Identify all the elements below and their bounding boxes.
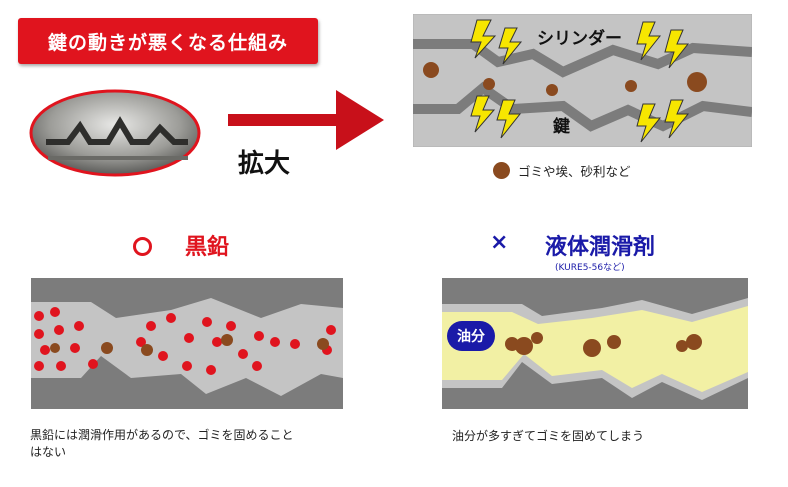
magnified-cylinder-panel [413,14,752,147]
lightning-icon [470,95,496,133]
dust-particle-icon [625,80,637,92]
cylinder-label: シリンダー [537,29,622,49]
lightning-icon [664,99,690,139]
lightning-icon [636,21,662,61]
arrow-right-icon [228,90,384,150]
graphite-caption-line2: はない [30,445,67,459]
dust-particle-icon [493,162,510,179]
dust-particle-icon [546,84,558,96]
dust-particle-icon [423,62,439,78]
legend: ゴミや埃、砂利など [493,161,631,180]
liquid-lubricant-panel [442,278,748,409]
title-banner: 鍵の動きが悪くなる仕組み [18,18,318,64]
key-label: 鍵 [553,117,570,137]
circle-mark-icon [133,237,152,256]
graphite-caption: 黒鉛には潤滑作用があるので、ゴミを固めること はない [30,427,360,461]
lightning-icon [636,103,662,143]
lightning-icon [664,29,690,69]
lightning-icon [496,99,522,139]
liquid-lubricant-subheading: (KURE5-56など) [555,263,625,273]
legend-label: ゴミや埃、砂利など [518,164,631,179]
dust-particle-icon [483,78,495,90]
key-closeup-photo [29,89,201,177]
lightning-icon [498,27,523,65]
cross-mark-icon: × [490,230,509,255]
graphite-caption-line1: 黒鉛には潤滑作用があるので、ゴミを固めること [30,428,294,442]
dust-particle-icon [687,72,707,92]
page-title: 鍵の動きが悪くなる仕組み [47,31,288,54]
lightning-icon [470,19,497,59]
graphite-heading: 黒鉛 [185,235,230,260]
liquid-caption: 油分が多すぎてゴミを固めてしまう [452,429,645,443]
oil-label: 油分 [447,321,495,351]
zoom-label: 拡大 [238,149,291,179]
graphite-panel [31,278,343,409]
liquid-lubricant-heading: 液体潤滑剤 [545,235,656,260]
